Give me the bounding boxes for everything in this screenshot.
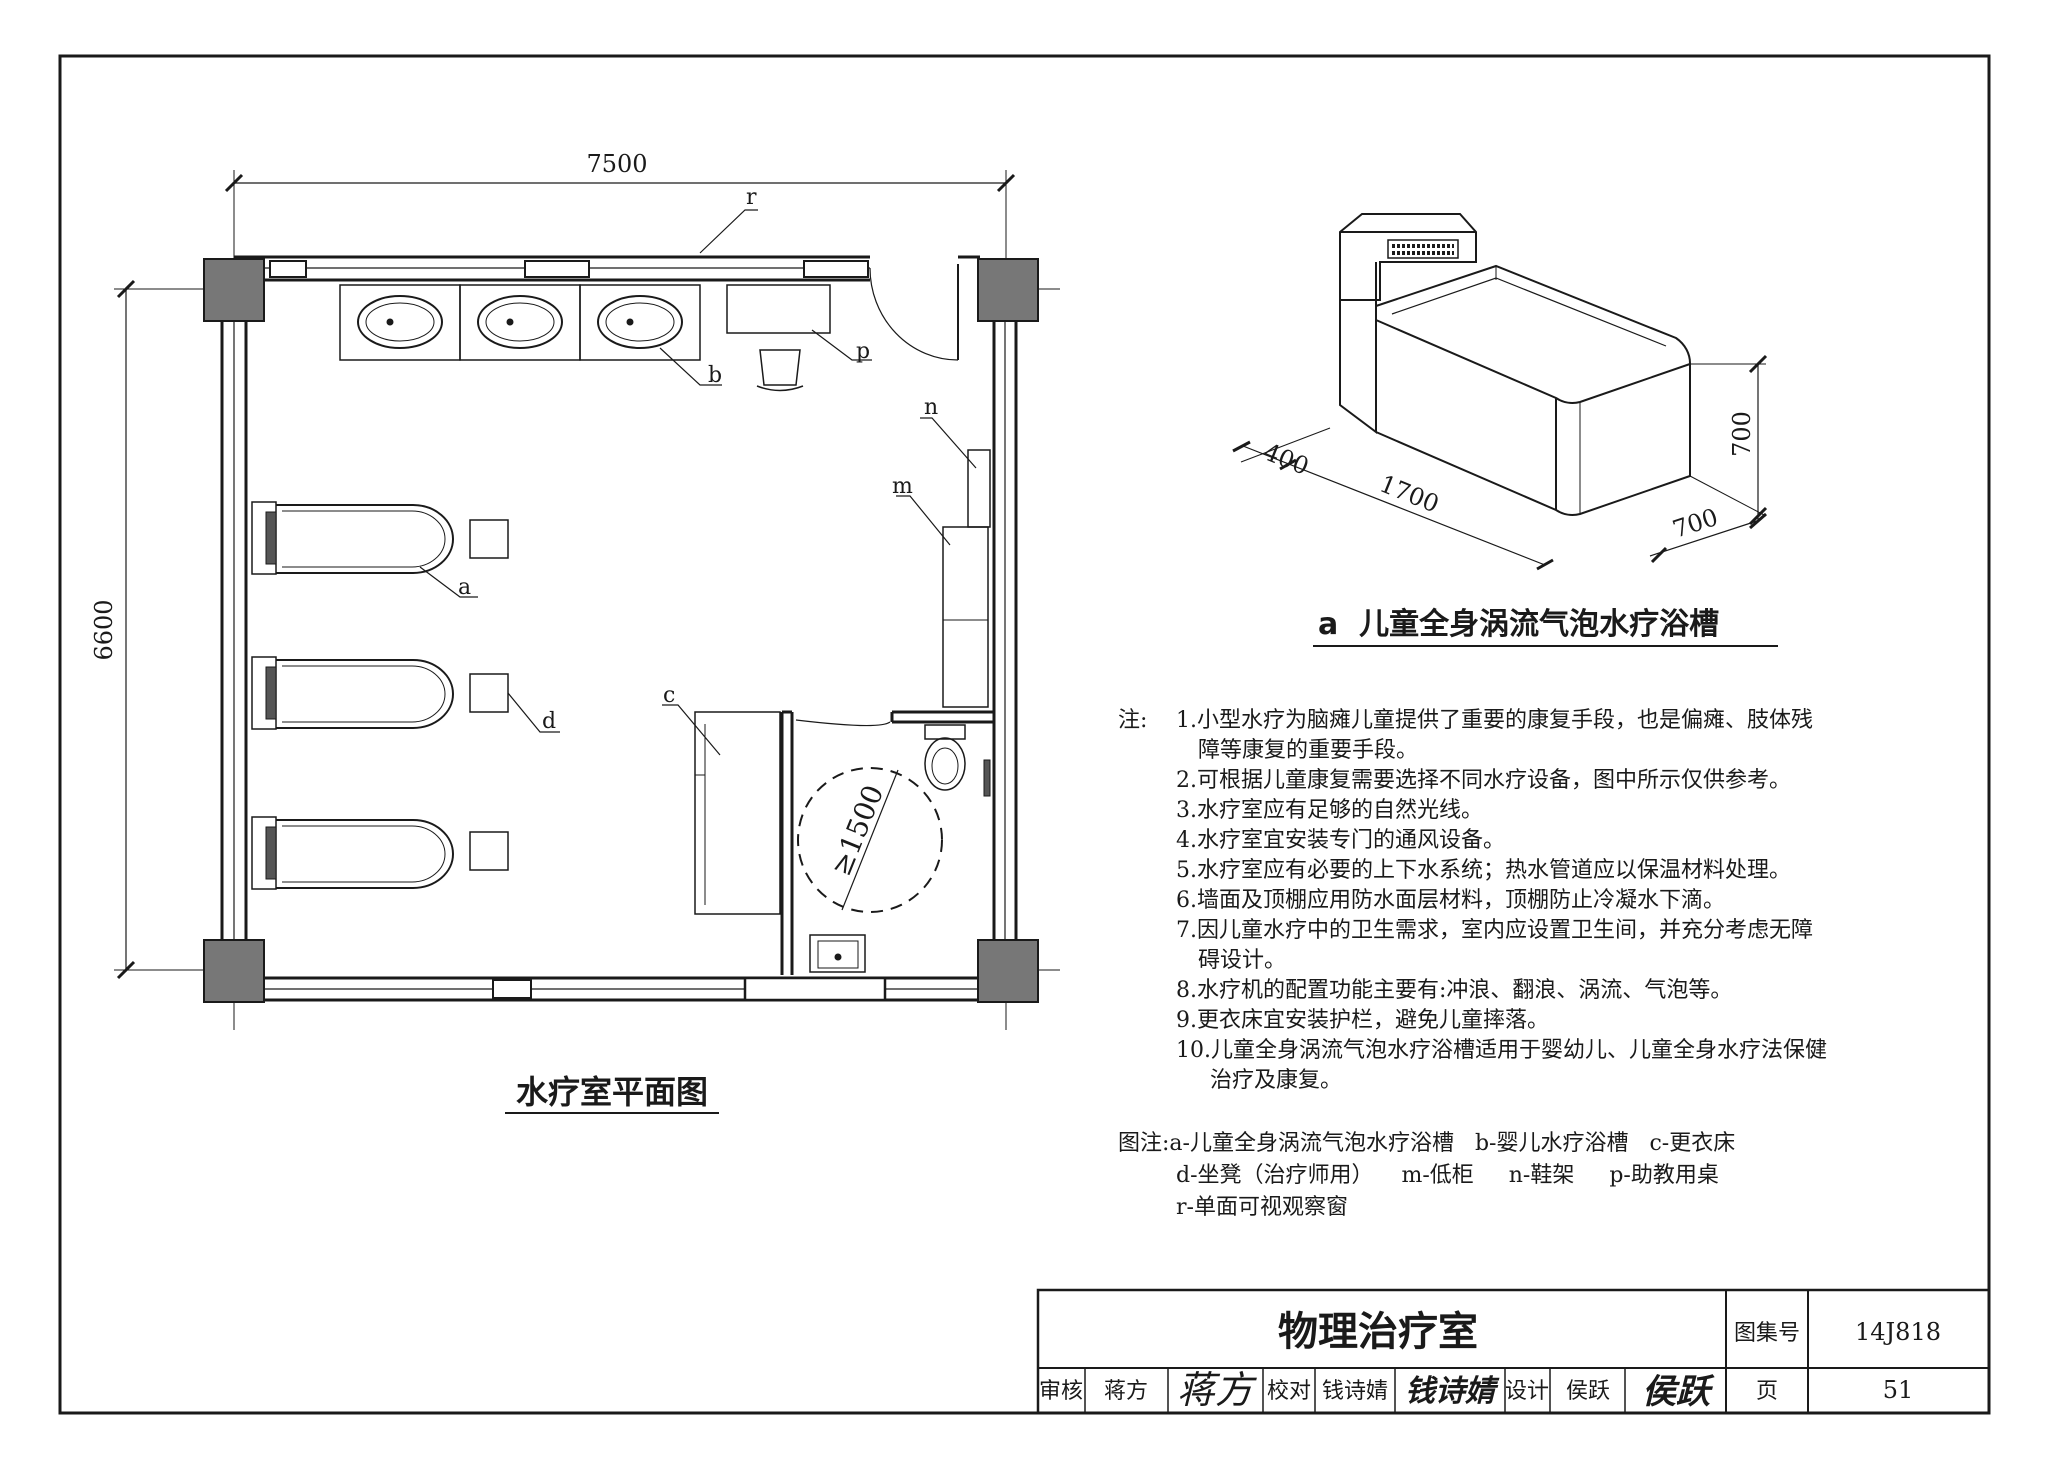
note-10-line-1: 10.儿童全身涡流气泡水疗浴槽适用于婴幼儿、儿童全身水疗法保健 [1176, 1038, 1827, 1063]
whirlpool-tub-1 [251, 501, 509, 575]
dim-clearance: ≥1500 [824, 780, 890, 880]
note-1-line-2: 障等康复的重要手段。 [1198, 738, 1419, 763]
page-label: 页 [1756, 1379, 1778, 1404]
label-d: d [542, 709, 556, 734]
notes-block: 注: 1.小型水疗为脑瘫儿童提供了重要的康复手段，也是偏瘫、肢体残障等康复的重要… [1118, 706, 1938, 1096]
legend-line-2: d-坐凳（治疗师用） m-低柜 n-鞋架 p-助教用桌 [1176, 1163, 1719, 1188]
label-r: r [746, 185, 757, 210]
label-b: b [708, 363, 722, 388]
note-5-line-1: 5.水疗室应有必要的上下水系统；热水管道应以保温材料处理。 [1176, 858, 1791, 883]
sheet-border [58, 54, 1991, 1415]
dim-width: 7500 [586, 150, 647, 178]
title-block [1036, 1288, 1991, 1415]
notes-list: 1.小型水疗为脑瘫儿童提供了重要的康复手段，也是偏瘫、肢体残障等康复的重要手段。… [1118, 706, 1938, 1096]
tub-dim-700-height: 700 [1728, 411, 1756, 457]
legend-line-1: 图注:a-儿童全身涡流气泡水疗浴槽 b-婴儿水疗浴槽 c-更衣床 [1118, 1131, 1736, 1156]
note-2-line-1: 2.可根据儿童康复需要选择不同水疗设备，图中所示仅供参考。 [1176, 768, 1791, 793]
column [977, 258, 1039, 322]
note-2: 2.可根据儿童康复需要选择不同水疗设备，图中所示仅供参考。 [1176, 766, 1938, 796]
notes-lead: 注: [1118, 708, 1148, 733]
checker-name: 钱诗婧 [1322, 1379, 1388, 1404]
whirlpool-tub-2 [251, 656, 509, 730]
note-4-line-1: 4.水疗室宜安装专门的通风设备。 [1176, 828, 1505, 853]
note-7-line-1: 7.因儿童水疗中的卫生需求，室内应设置卫生间，并充分考虑无障 [1176, 918, 1813, 943]
note-8-line-1: 8.水疗机的配置功能主要有:冲浪、翻浪、涡流、气泡等。 [1176, 978, 1733, 1003]
note-1-line-1: 1.小型水疗为脑瘫儿童提供了重要的康复手段，也是偏瘫、肢体残 [1176, 708, 1813, 733]
note-7: 7.因儿童水疗中的卫生需求，室内应设置卫生间，并充分考虑无障碍设计。 [1176, 916, 1938, 976]
note-6-line-1: 6.墙面及顶棚应用防水面层材料，顶棚防止冷凝水下滴。 [1176, 888, 1725, 913]
note-3-line-1: 3.水疗室应有足够的自然光线。 [1176, 798, 1483, 823]
column [203, 258, 265, 322]
tub-caption: a 儿童全身涡流气泡水疗浴槽 [1318, 607, 1719, 642]
checker-signature: 钱诗婧 [1405, 1374, 1500, 1409]
note-8: 8.水疗机的配置功能主要有:冲浪、翻浪、涡流、气泡等。 [1176, 976, 1938, 1006]
note-9: 9.更衣床宜安装护栏，避免儿童摔落。 [1176, 1006, 1938, 1036]
dim-height: 6600 [90, 599, 118, 660]
note-1: 1.小型水疗为脑瘫儿童提供了重要的康复手段，也是偏瘫、肢体残障等康复的重要手段。 [1176, 706, 1938, 766]
reviewer-name: 蒋方 [1104, 1379, 1148, 1404]
floor-plan [114, 170, 1060, 1030]
whirlpool-tub-3 [251, 816, 509, 890]
page-number: 51 [1883, 1376, 1914, 1404]
label-m: m [892, 474, 913, 499]
check-label: 校对 [1267, 1379, 1311, 1404]
design-label: 设计 [1505, 1379, 1549, 1404]
designer-name: 侯跃 [1566, 1379, 1610, 1404]
tub-isometric [1232, 213, 1768, 571]
note-10-line-2: 治疗及康复。 [1210, 1068, 1343, 1093]
label-a: a [458, 575, 471, 600]
plan-title: 水疗室平面图 [516, 1073, 708, 1111]
review-label: 审核 [1039, 1379, 1083, 1404]
note-9-line-1: 9.更衣床宜安装护栏，避免儿童摔落。 [1176, 1008, 1549, 1033]
note-10: 10.儿童全身涡流气泡水疗浴槽适用于婴幼儿、儿童全身水疗法保健治疗及康复。 [1176, 1036, 1938, 1096]
atlas-number: 14J818 [1855, 1318, 1941, 1346]
reviewer-signature: 蒋方 [1177, 1368, 1257, 1412]
label-c: c [663, 683, 675, 708]
note-7-line-2: 碍设计。 [1198, 948, 1287, 973]
tub-dim-400: 400 [1260, 438, 1313, 481]
note-3: 3.水疗室应有足够的自然光线。 [1176, 796, 1938, 826]
legend-line-3: r-单面可视观察窗 [1176, 1195, 1348, 1220]
tub-dim-700-width: 700 [1669, 503, 1721, 544]
title-block-title: 物理治疗室 [1278, 1309, 1478, 1355]
label-n: n [924, 395, 938, 420]
atlas-label: 图集号 [1734, 1321, 1800, 1346]
column [977, 939, 1039, 1003]
note-4: 4.水疗室宜安装专门的通风设备。 [1176, 826, 1938, 856]
designer-signature: 侯跃 [1642, 1372, 1715, 1412]
legend-block: 图注:a-儿童全身涡流气泡水疗浴槽 b-婴儿水疗浴槽 c-更衣床 d-坐凳（治疗… [1118, 1128, 1938, 1224]
turning-circle [797, 767, 943, 913]
column [203, 939, 265, 1003]
label-p: p [856, 339, 870, 364]
note-6: 6.墙面及顶棚应用防水面层材料，顶棚防止冷凝水下滴。 [1176, 886, 1938, 916]
note-5: 5.水疗室应有必要的上下水系统；热水管道应以保温材料处理。 [1176, 856, 1938, 886]
